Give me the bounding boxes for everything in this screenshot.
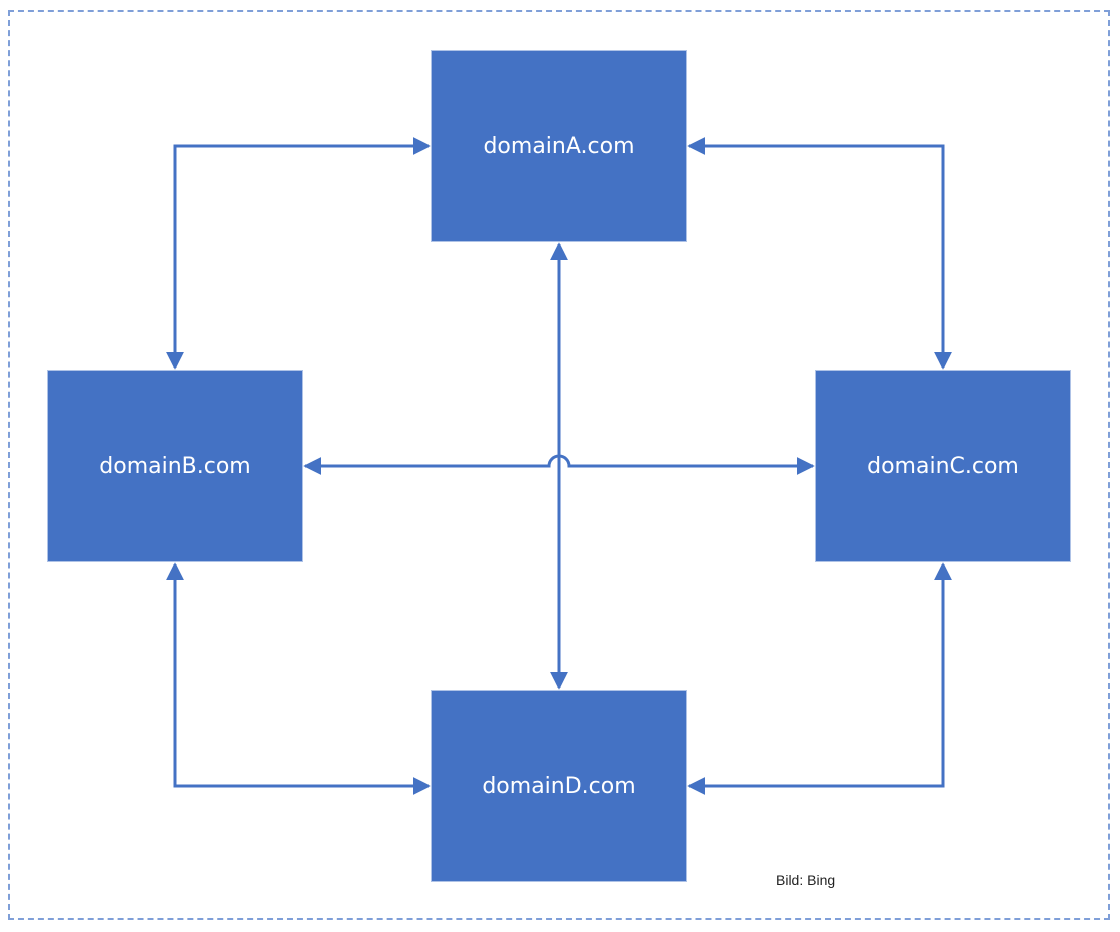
node-label: domainA.com (483, 133, 635, 159)
node-domain-b: domainB.com (47, 370, 303, 562)
node-domain-d: domainD.com (431, 690, 687, 882)
image-credit: Bild: Bing (776, 872, 836, 888)
node-domain-a: domainA.com (431, 50, 687, 242)
node-label: domainC.com (867, 453, 1019, 479)
connector-c-d (687, 562, 952, 795)
connector-a-c (687, 137, 952, 370)
node-label: domainD.com (482, 773, 636, 799)
node-domain-c: domainC.com (815, 370, 1071, 562)
node-label: domainB.com (99, 453, 251, 479)
connector-b-c (303, 454, 815, 475)
connector-a-b (166, 137, 431, 370)
connector-b-d (166, 562, 431, 795)
diagram-frame (8, 10, 1110, 920)
